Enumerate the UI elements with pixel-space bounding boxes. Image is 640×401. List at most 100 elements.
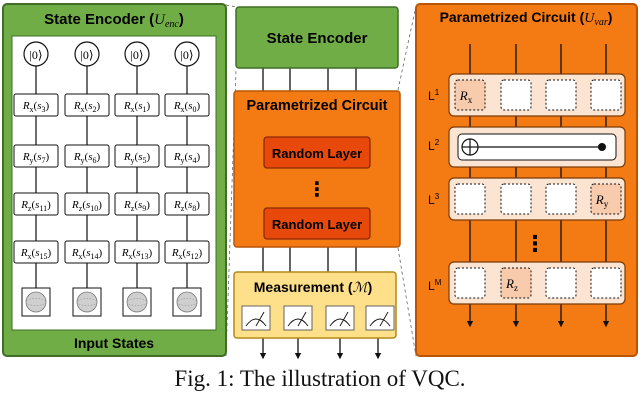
var-ellipsis: ⋮ bbox=[524, 231, 546, 256]
encoder-footer: Input States bbox=[74, 335, 154, 351]
ket-circle-3 bbox=[174, 41, 200, 67]
encoder-gate-2-2: Rz(s9) bbox=[123, 199, 150, 213]
encoder-gate-0-1: Rx(s2) bbox=[73, 100, 101, 114]
encoder-gate-box-0-3 bbox=[164, 93, 210, 117]
encoder-gate-box-1-1 bbox=[64, 144, 110, 168]
LM-gate-1 bbox=[500, 267, 532, 299]
meter-box-1 bbox=[283, 305, 313, 331]
bloch-sphere-icon bbox=[25, 291, 47, 313]
L3-gate-2 bbox=[545, 183, 577, 215]
ket-label-2: |0⟩ bbox=[130, 48, 143, 62]
meter-needle-icon bbox=[379, 311, 389, 327]
encoder-gate-0-0: Rx(s3) bbox=[22, 100, 50, 114]
encoder-gate-box-1-0 bbox=[13, 144, 59, 168]
encoder-gate-box-1-3 bbox=[164, 144, 210, 168]
encoder-gate-box-0-2 bbox=[114, 93, 160, 117]
bloch-equator-icon bbox=[126, 298, 148, 306]
meter-box-2 bbox=[325, 305, 355, 331]
encoder-gate-3-1: Rx(s14) bbox=[71, 247, 103, 261]
L3-gate-0 bbox=[454, 183, 486, 215]
LM-gate-label: Rz bbox=[505, 276, 518, 293]
state-encoder-panel: State Encoder (Uenc) |0⟩ |0⟩ |0⟩ |0⟩ Rx(s3)… bbox=[2, 3, 227, 357]
ket-circle-0 bbox=[23, 41, 49, 67]
LM-gate-0 bbox=[454, 267, 486, 299]
encoder-title: State Encoder (Uenc) bbox=[44, 11, 184, 30]
measurement-block: Measurement (ℳ) bbox=[233, 271, 397, 339]
L1-gate-label: Rx bbox=[459, 88, 473, 105]
encoder-gate-box-3-0 bbox=[13, 240, 59, 264]
encoder-gate-0-2: Rx(s1) bbox=[123, 100, 151, 114]
ket-circle-2 bbox=[124, 41, 150, 67]
encoder-gate-1-0: Ry(s7) bbox=[22, 151, 50, 165]
encoder-gate-box-3-2 bbox=[114, 240, 160, 264]
measurement-meters bbox=[241, 305, 395, 331]
layer-band-3 bbox=[448, 261, 626, 305]
bloch-equator-icon bbox=[76, 298, 98, 306]
ket-label-1: |0⟩ bbox=[80, 48, 93, 62]
meter-arc-icon bbox=[329, 318, 351, 327]
bloch-sphere-icon bbox=[76, 291, 98, 313]
encoder-gate-2-3: Rz(s8) bbox=[173, 199, 200, 213]
encoder-gate-box-1-2 bbox=[114, 144, 160, 168]
random-layer-1-label: Random Layer bbox=[272, 146, 362, 161]
var-circuit-title: Parametrized Circuit (Uvar) bbox=[440, 9, 613, 28]
bloch-sphere-icon bbox=[126, 291, 148, 313]
bloch-equator-icon bbox=[25, 298, 47, 306]
L3-gate-label: Ry bbox=[595, 192, 609, 209]
random-layer-2 bbox=[263, 207, 371, 240]
random-layer-ellipsis: ⋮ bbox=[307, 179, 327, 201]
L1-gate-0 bbox=[454, 79, 486, 111]
L3-gate-3 bbox=[590, 183, 622, 215]
meter-arc-icon bbox=[245, 318, 267, 327]
cnot-control-icon bbox=[598, 143, 606, 151]
L1-gate-1 bbox=[500, 79, 532, 111]
encoder-gate-2-0: Rz(s11) bbox=[20, 199, 51, 213]
encoder-gates: Rx(s3) Rx(s2) Rx(s1) Rx(s0) Ry(s7) Ry(s6) Ry(s… bbox=[13, 93, 210, 264]
figure-caption: Fig. 1: The illustration of VQC. bbox=[174, 366, 466, 391]
encoder-gate-box-3-1 bbox=[64, 240, 110, 264]
meter-needle-icon bbox=[297, 311, 307, 327]
ket-label-0: |0⟩ bbox=[29, 48, 42, 62]
meter-box-0 bbox=[241, 305, 271, 331]
bloch-equator-icon bbox=[176, 298, 198, 306]
middle-panel: State Encoder Parametrized Circuit Rando… bbox=[233, 6, 401, 360]
ket-label-3: |0⟩ bbox=[180, 48, 193, 62]
bloch-sphere-icon bbox=[176, 291, 198, 313]
state-encoder-label: State Encoder bbox=[267, 30, 368, 47]
layer-label-1: L2 bbox=[428, 138, 440, 153]
parametrized-circuit-title: Parametrized Circuit bbox=[246, 98, 387, 114]
encoder-kets: |0⟩ |0⟩ |0⟩ |0⟩ bbox=[23, 41, 200, 67]
encoder-gate-1-3: Ry(s4) bbox=[173, 151, 201, 165]
layer-band-2 bbox=[448, 177, 626, 221]
meter-arc-icon bbox=[369, 318, 391, 327]
parametrized-circuit-block: Parametrized Circuit Random Layer ⋮ Rand… bbox=[233, 90, 401, 248]
layer-label-3: LM bbox=[428, 278, 442, 293]
LM-gate-3 bbox=[590, 267, 622, 299]
encoder-gate-box-0-0 bbox=[13, 93, 59, 117]
meter-needle-icon bbox=[255, 311, 265, 327]
encoder-gate-0-3: Rx(s0) bbox=[173, 100, 201, 114]
encoder-gate-1-1: Ry(s6) bbox=[73, 151, 101, 165]
state-encoder-block: State Encoder bbox=[235, 6, 399, 69]
encoder-gate-box-3-3 bbox=[164, 240, 210, 264]
encoder-gate-box-2-0 bbox=[13, 192, 59, 216]
meter-arc-icon bbox=[287, 318, 309, 327]
encoder-input-states bbox=[21, 287, 202, 317]
encoder-gate-3-3: Rx(s12) bbox=[171, 247, 203, 261]
meter-needle-icon bbox=[339, 311, 349, 327]
encoder-gate-box-0-1 bbox=[64, 93, 110, 117]
encoder-gate-3-0: Rx(s15) bbox=[20, 247, 52, 261]
encoder-gate-2-1: Rz(s10) bbox=[71, 199, 102, 213]
measurement-title: Measurement (ℳ) bbox=[254, 279, 372, 296]
layer-band-0 bbox=[448, 73, 626, 117]
L3-gate-1 bbox=[500, 183, 532, 215]
encoder-gate-box-2-1 bbox=[64, 192, 110, 216]
layer-label-2: L3 bbox=[428, 192, 440, 207]
LM-gate-2 bbox=[545, 267, 577, 299]
random-layer-2-label: Random Layer bbox=[272, 217, 362, 232]
layer-label-0: L1 bbox=[428, 88, 440, 103]
L1-gate-3 bbox=[590, 79, 622, 111]
encoder-gate-box-2-3 bbox=[164, 192, 210, 216]
